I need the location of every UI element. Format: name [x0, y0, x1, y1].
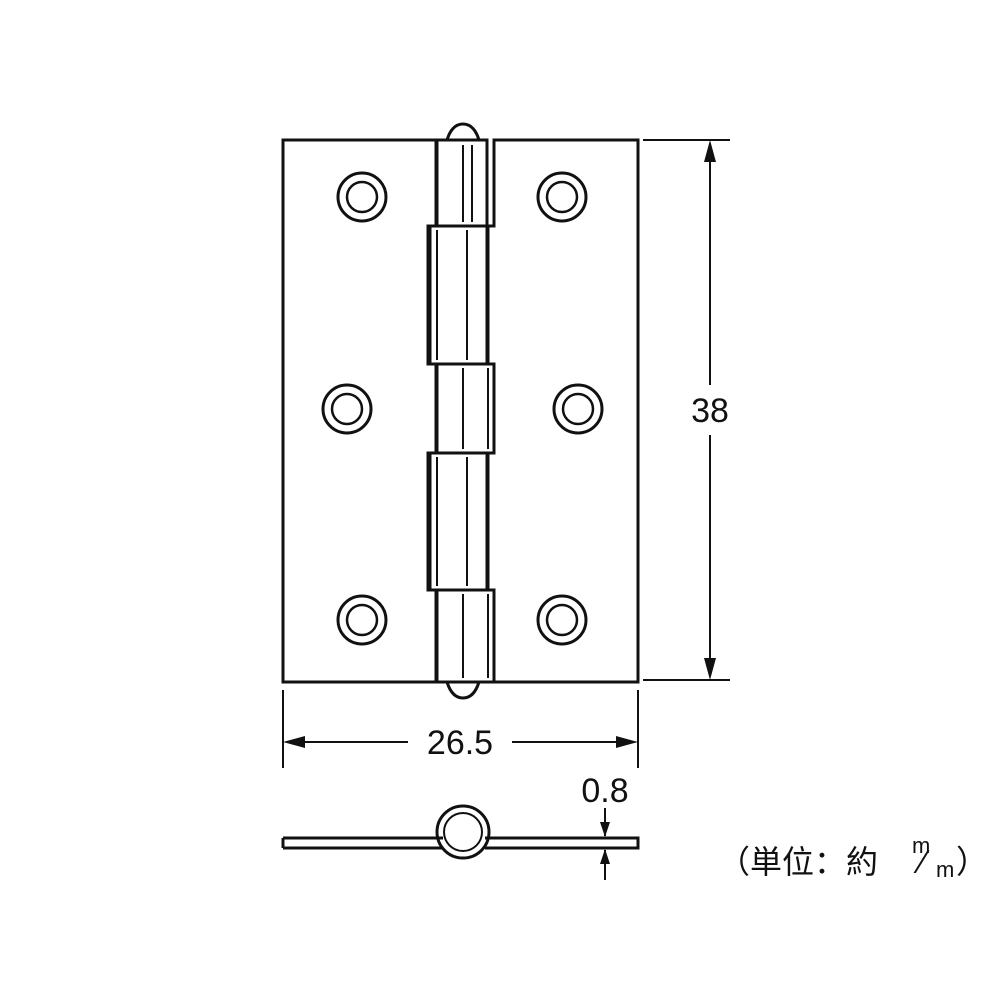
height-dimension: 38 — [643, 139, 730, 681]
unit-note: （単位：約 m ⁄ m ） — [718, 833, 988, 882]
unit-note-sup: m — [912, 833, 930, 858]
knuckle-bottom — [435, 588, 496, 684]
height-label: 38 — [691, 392, 729, 430]
unit-note-prefix: （単位：約 — [718, 844, 878, 880]
knuckle-upper-mid — [428, 224, 489, 366]
width-dimension: 26.5 — [282, 690, 639, 768]
unit-note-sub: m — [936, 857, 954, 882]
hinge-knuckles — [428, 138, 496, 684]
knuckle-center — [435, 362, 496, 455]
width-label: 26.5 — [427, 724, 493, 762]
pin-cap-bottom — [445, 681, 481, 700]
unit-note-suffix: ） — [956, 844, 988, 880]
hinge-side-view — [281, 804, 640, 860]
knuckle-lower-mid — [428, 451, 489, 592]
thickness-dimension: 0.8 — [581, 772, 629, 880]
hinge-front-view — [281, 122, 640, 700]
pin-cap-top — [445, 122, 481, 141]
side-view-knuckle — [435, 804, 491, 860]
thickness-label: 0.8 — [581, 772, 628, 810]
screw-holes — [321, 171, 604, 646]
svg-text:（単位：約: （単位：約 — [718, 844, 878, 880]
